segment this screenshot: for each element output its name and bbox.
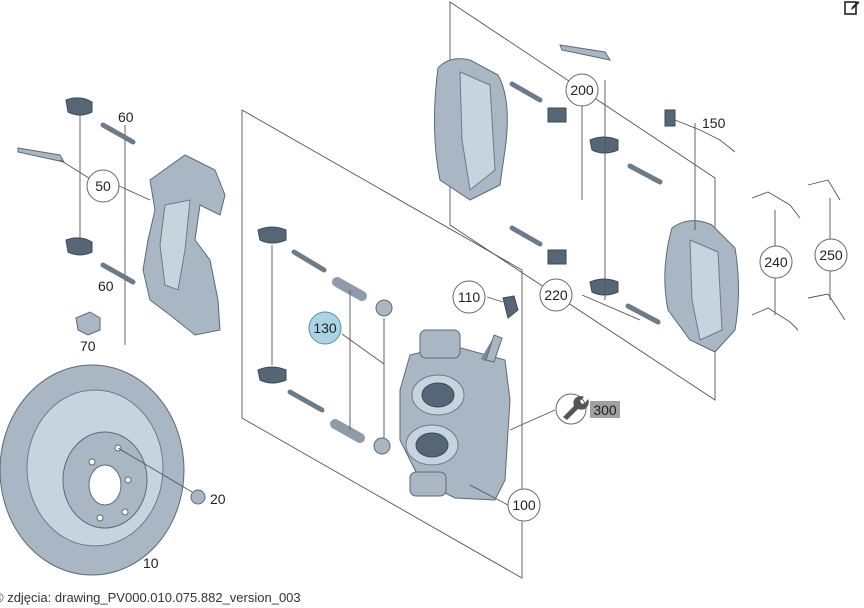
svg-text:150: 150 <box>702 115 726 131</box>
brake-pads-upper[interactable] <box>433 44 663 325</box>
caliper-bracket[interactable] <box>142 154 226 336</box>
svg-text:240: 240 <box>764 254 788 270</box>
callout-100[interactable]: 100 <box>507 488 541 522</box>
svg-text:70: 70 <box>80 338 96 354</box>
svg-text:250: 250 <box>819 247 843 263</box>
svg-text:130: 130 <box>313 320 337 336</box>
svg-text:100: 100 <box>512 497 536 513</box>
left-small-parts <box>17 97 136 336</box>
bleed-valve <box>485 295 519 363</box>
callout-220[interactable]: 220 <box>539 278 573 312</box>
svg-text:300: 300 <box>593 402 617 418</box>
svg-text:220: 220 <box>544 287 568 303</box>
brake-pads-right[interactable] <box>664 220 739 353</box>
svg-text:60: 60 <box>118 109 134 125</box>
guide-pin-set <box>257 226 393 455</box>
svg-text:200: 200 <box>570 82 594 98</box>
leader-lines <box>118 80 696 506</box>
plain-labels: 60 60 70 150 20 10 <box>80 109 726 571</box>
svg-text:60: 60 <box>98 278 114 294</box>
svg-text:20: 20 <box>210 491 226 507</box>
image-caption: © zdjęcia: drawing_PV000.010.075.882_ver… <box>0 590 301 605</box>
svg-text:10: 10 <box>143 555 159 571</box>
callout-130[interactable]: 130 <box>308 311 342 345</box>
edit-icon[interactable] <box>844 0 860 16</box>
callout-240[interactable]: 240 <box>759 245 793 279</box>
svg-text:50: 50 <box>95 178 111 194</box>
wear-sensor <box>664 109 736 153</box>
callout-250[interactable]: 250 <box>814 238 848 272</box>
wrench-icon <box>563 396 589 420</box>
disc-screw[interactable] <box>190 489 206 505</box>
callout-200[interactable]: 200 <box>565 73 599 107</box>
callout-50[interactable]: 50 <box>86 169 120 203</box>
svg-text:110: 110 <box>458 289 481 305</box>
brake-disc[interactable] <box>0 364 185 576</box>
callout-110[interactable]: 110 <box>452 280 486 314</box>
wrench-tool-callout[interactable]: 300 <box>555 393 620 425</box>
